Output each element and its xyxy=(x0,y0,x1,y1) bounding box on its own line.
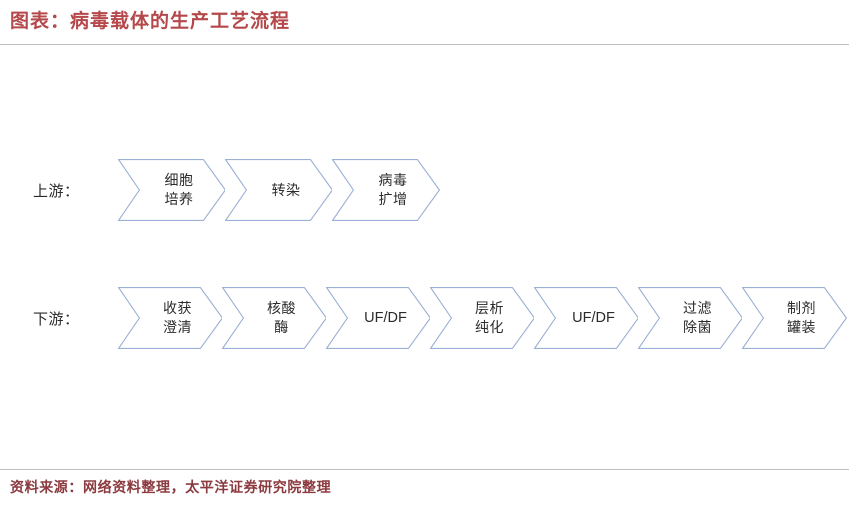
chevron-shape xyxy=(332,159,440,221)
flow-step-downstream-2[interactable]: 核酸酶 xyxy=(222,287,327,349)
chevron-shape xyxy=(638,287,743,349)
chevron-shape xyxy=(534,287,639,349)
flow-step-downstream-6[interactable]: 过滤除菌 xyxy=(638,287,743,349)
chevron-shape xyxy=(225,159,333,221)
chevron-shape xyxy=(326,287,431,349)
flow-step-downstream-1[interactable]: 收获澄清 xyxy=(118,287,223,349)
flow-step-upstream-2[interactable]: 转染 xyxy=(225,159,333,221)
chevron-shape xyxy=(118,287,223,349)
divider-bottom xyxy=(0,469,849,470)
flow-row-upstream: 上游： 细胞培养转染病毒扩增 xyxy=(0,159,849,221)
source-note: 资料来源：网络资料整理，太平洋证券研究院整理 xyxy=(10,481,332,496)
row-label-upstream: 上游： xyxy=(33,182,80,200)
flow-step-upstream-1[interactable]: 细胞培养 xyxy=(118,159,226,221)
flow-step-downstream-3[interactable]: UF/DF xyxy=(326,287,431,349)
chevron-shape xyxy=(430,287,535,349)
chevron-shape xyxy=(222,287,327,349)
flow-step-downstream-5[interactable]: UF/DF xyxy=(534,287,639,349)
divider-top xyxy=(0,44,849,45)
flow-step-upstream-3[interactable]: 病毒扩增 xyxy=(332,159,440,221)
chevron-shape xyxy=(118,159,226,221)
page-title: 图表：病毒载体的生产工艺流程 xyxy=(10,11,291,32)
chevron-shape xyxy=(742,287,847,349)
flow-step-downstream-4[interactable]: 层析纯化 xyxy=(430,287,535,349)
row-label-downstream: 下游： xyxy=(33,310,80,328)
flow-step-downstream-7[interactable]: 制剂罐装 xyxy=(742,287,847,349)
